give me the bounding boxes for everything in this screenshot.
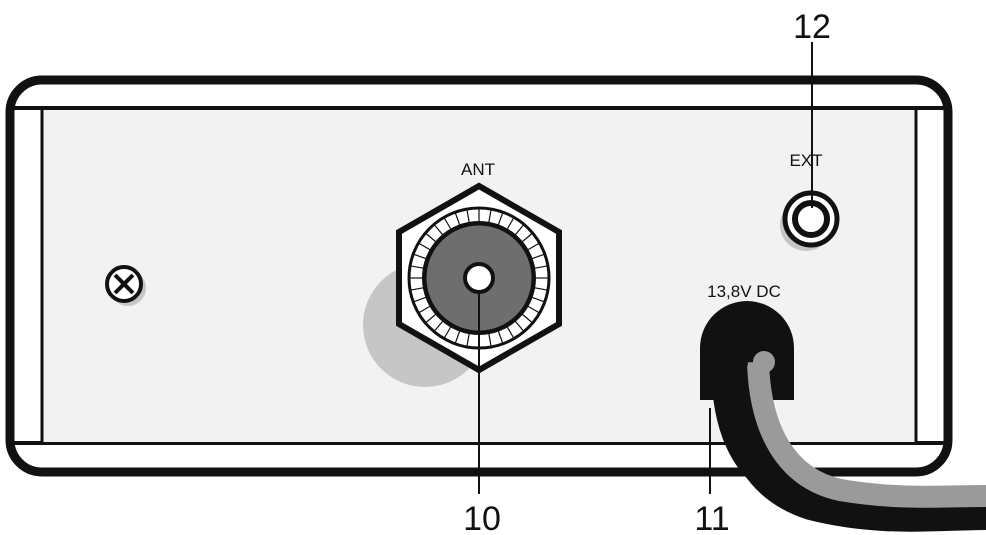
connector-tick [466,333,470,348]
power-label: 13,8V DC [707,282,781,301]
connector-tick [534,287,549,291]
connector-tick [433,320,444,333]
connector-tick [424,313,437,324]
connector-tick [506,326,515,339]
connector-tick [527,242,540,251]
connector-tick [443,217,452,230]
antenna-connector [363,182,562,387]
connector-tick [488,333,492,348]
callout-11: 11 [694,500,729,535]
connector-tick [534,265,549,269]
power-cable-icon [700,301,986,532]
connector-tick [488,208,492,223]
connector-tick [506,217,515,230]
connector-tick [531,253,545,260]
connector-tick [497,212,504,226]
ant-label: ANT [461,160,495,179]
connector-tick [497,330,504,344]
connector-tick [521,313,534,324]
connector-tick [418,305,431,314]
connector-tick [433,223,444,236]
connector-tick [454,212,461,226]
connector-tick [418,242,431,251]
connector-tick [409,265,424,269]
connector-tick [424,232,437,243]
connector-tick [443,326,452,339]
screw-icon [105,265,146,306]
connector-tick [409,287,424,291]
connector-tick [527,305,540,314]
so239-connector-icon [396,182,562,374]
connector-tick [413,296,427,303]
connector-tick [531,296,545,303]
connector-tick [466,208,470,223]
connector-tick [454,330,461,344]
ext-jack [780,190,840,251]
ext-label: EXT [789,151,822,170]
connector-tick [514,223,525,236]
connector-tick [521,232,534,243]
connector-tick [514,320,525,333]
callout-12: 12 [793,8,831,46]
callout-10: 10 [463,500,501,535]
connector-tick [413,253,427,260]
